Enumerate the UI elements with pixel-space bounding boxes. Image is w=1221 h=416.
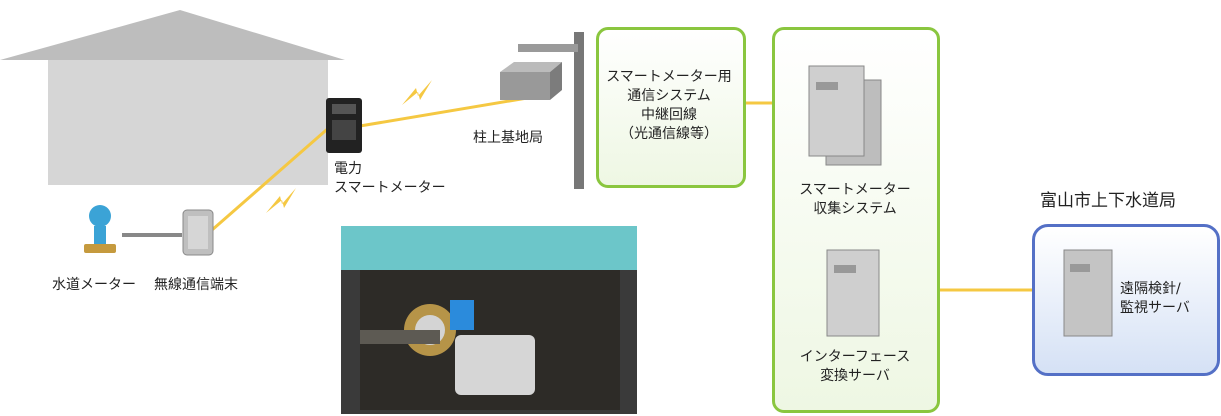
relay-line-label-line4: （光通信線等）: [620, 126, 718, 142]
wireless-terminal-label: 無線通信端末: [154, 277, 238, 293]
electric-meter-label-line1: 電力: [334, 161, 362, 177]
bureau-title: 富山市上下水道局: [1040, 191, 1176, 211]
server-icon: [808, 65, 882, 166]
collection-system-label-line2: 収集システム: [813, 201, 897, 217]
remote-server-label: 遠隔検針/ 監視サーバ: [1120, 280, 1190, 318]
relay-line-label-line3: 中継回線: [641, 107, 697, 123]
house-icon: [0, 10, 345, 185]
relay-line-label-line2: 通信システム: [627, 88, 711, 104]
remote-server-label-line1: 遠隔検針/: [1120, 281, 1181, 297]
base-station-icon: [500, 32, 584, 189]
relay-line-label-line1: スマートメーター用: [606, 69, 732, 85]
electric-meter-icon: [326, 98, 362, 153]
wireless-terminal-icon: [182, 209, 214, 256]
electric-meter-label: 電力 スマートメーター: [334, 160, 446, 198]
pole-station-label: 柱上基地局: [473, 130, 543, 146]
interface-server-label-line1: インターフェース: [799, 349, 911, 365]
relay-line-panel: [596, 27, 746, 188]
electric-meter-label-line2: スマートメーター: [334, 180, 446, 196]
bureau-panel: [1032, 224, 1220, 376]
remote-server-label-line2: 監視サーバ: [1120, 300, 1190, 316]
relay-line-label: スマートメーター用 通信システム 中継回線 （光通信線等）: [599, 68, 739, 144]
server-icon: [1063, 249, 1113, 337]
collection-system-label: スマートメーター 収集システム: [775, 181, 935, 219]
water-meter-icon: [84, 205, 116, 253]
interface-server-label: インターフェース 変換サーバ: [775, 348, 935, 386]
lightning-radio-icon: [266, 80, 432, 213]
server-icon: [826, 249, 880, 337]
interface-server-label-line2: 変換サーバ: [820, 368, 890, 384]
water-meter-label: 水道メーター: [52, 277, 136, 293]
meter-box-photo: [341, 226, 637, 414]
collection-system-label-line1: スマートメーター: [799, 182, 911, 198]
